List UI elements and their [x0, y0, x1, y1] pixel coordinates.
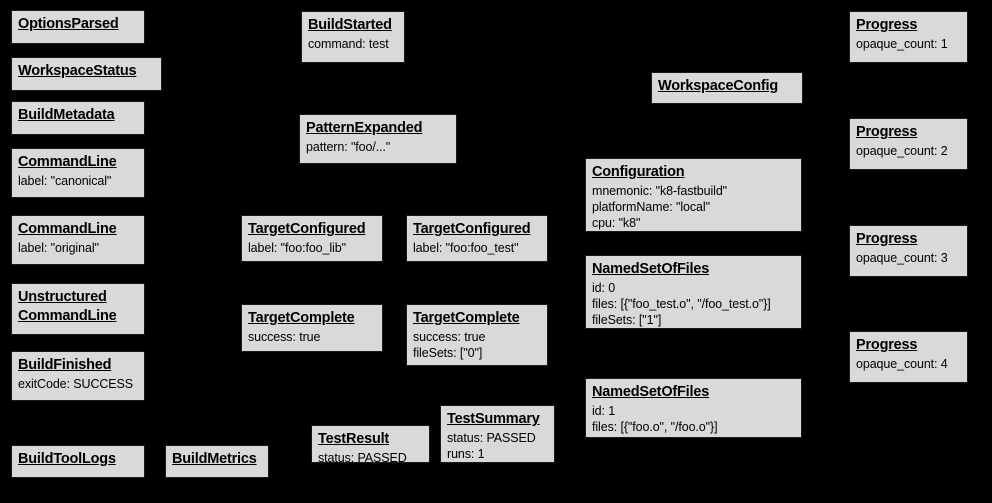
event-node-title: BuildStarted — [308, 17, 392, 33]
event-node-test-summary[interactable]: TestSummary status: PASSED runs: 1 — [440, 405, 555, 463]
event-node-pattern-expanded[interactable]: PatternExpanded pattern: "foo/..." — [299, 114, 457, 164]
event-node-attributes: exitCode: SUCCESS — [18, 376, 134, 391]
event-node-title: Progress — [856, 231, 918, 247]
event-node-attributes: opaque_count: 3 — [856, 250, 948, 265]
event-node-title: TargetConfigured — [413, 221, 531, 237]
event-node-title: WorkspaceStatus — [18, 63, 137, 79]
event-node-title: Progress — [856, 337, 918, 353]
event-node-attributes: pattern: "foo/..." — [306, 139, 391, 154]
event-node-attributes: mnemonic: "k8-fastbuild" platformName: "… — [592, 183, 728, 230]
event-node-progress-4[interactable]: Progress opaque_count: 4 — [849, 331, 968, 383]
event-node-title: BuildFinished — [18, 357, 112, 373]
event-node-workspace-status[interactable]: WorkspaceStatus — [11, 57, 162, 91]
event-node-progress-1[interactable]: Progress opaque_count: 1 — [849, 11, 968, 63]
event-node-build-tool-logs[interactable]: BuildToolLogs — [11, 445, 145, 478]
event-node-attributes: status: PASSED — [318, 450, 407, 465]
event-node-unstructured-command-line[interactable]: Unstructured CommandLine — [11, 283, 145, 335]
event-node-attributes: label: "canonical" — [18, 173, 112, 188]
event-node-attributes: label: "original" — [18, 240, 99, 255]
event-node-title: Configuration — [592, 164, 685, 180]
event-node-title: BuildMetadata — [18, 107, 115, 123]
event-node-title: WorkspaceConfig — [658, 78, 779, 94]
event-node-title: PatternExpanded — [306, 120, 423, 136]
event-node-configuration[interactable]: Configuration mnemonic: "k8-fastbuild" pl… — [585, 158, 802, 232]
event-node-options-parsed[interactable]: OptionsParsed — [11, 10, 145, 44]
event-node-target-complete-lib[interactable]: TargetComplete success: true — [241, 304, 383, 352]
event-node-command-line-canonical[interactable]: CommandLine label: "canonical" — [11, 148, 145, 198]
event-node-test-result[interactable]: TestResult status: PASSED — [311, 425, 430, 465]
event-node-title: BuildToolLogs — [18, 451, 116, 467]
event-node-build-finished[interactable]: BuildFinished exitCode: SUCCESS — [11, 351, 145, 401]
event-node-build-metadata[interactable]: BuildMetadata — [11, 101, 145, 135]
event-node-attributes: status: PASSED runs: 1 — [447, 430, 536, 461]
event-node-title: TargetComplete — [413, 310, 520, 326]
event-node-workspace-config[interactable]: WorkspaceConfig — [651, 72, 803, 104]
event-node-title: TestResult — [318, 431, 390, 447]
event-node-command-line-original[interactable]: CommandLine label: "original" — [11, 215, 145, 265]
event-node-title: CommandLine — [18, 221, 117, 237]
event-node-target-configured-foo-test[interactable]: TargetConfigured label: "foo:foo_test" — [406, 215, 548, 262]
event-node-title: Unstructured CommandLine — [18, 289, 117, 324]
event-node-attributes: opaque_count: 2 — [856, 143, 948, 158]
event-node-target-configured-foo-lib[interactable]: TargetConfigured label: "foo:foo_lib" — [241, 215, 383, 262]
event-node-attributes: opaque_count: 1 — [856, 36, 948, 51]
event-node-title: TargetConfigured — [248, 221, 366, 237]
event-node-attributes: opaque_count: 4 — [856, 356, 948, 371]
event-node-title: TestSummary — [447, 411, 540, 427]
event-node-title: NamedSetOfFiles — [592, 384, 710, 400]
event-node-build-metrics[interactable]: BuildMetrics — [165, 445, 269, 478]
event-node-attributes: success: true fileSets: ["0"] — [413, 329, 486, 360]
event-node-attributes: id: 0 files: [{"foo_test.o", "/foo_test.… — [592, 280, 771, 327]
event-node-attributes: command: test — [308, 36, 389, 51]
event-node-named-set-of-files-1[interactable]: NamedSetOfFiles id: 1 files: [{"foo.o", "… — [585, 378, 802, 438]
event-node-attributes: label: "foo:foo_test" — [413, 240, 519, 255]
event-node-named-set-of-files-0[interactable]: NamedSetOfFiles id: 0 files: [{"foo_test.… — [585, 255, 802, 329]
event-node-title: CommandLine — [18, 154, 117, 170]
event-node-title: NamedSetOfFiles — [592, 261, 710, 277]
event-node-title: BuildMetrics — [172, 451, 257, 467]
event-node-title: Progress — [856, 124, 918, 140]
event-node-attributes: label: "foo:foo_lib" — [248, 240, 346, 255]
event-node-title: OptionsParsed — [18, 16, 119, 32]
event-node-progress-2[interactable]: Progress opaque_count: 2 — [849, 118, 968, 170]
event-node-title: Progress — [856, 17, 918, 33]
event-node-title: TargetComplete — [248, 310, 355, 326]
event-node-attributes: id: 1 files: [{"foo.o", "/foo.o"}] — [592, 403, 718, 434]
event-node-build-started[interactable]: BuildStarted command: test — [301, 11, 405, 63]
event-node-target-complete-test[interactable]: TargetComplete success: true fileSets: ["… — [406, 304, 548, 366]
event-node-attributes: success: true — [248, 329, 321, 344]
event-node-progress-3[interactable]: Progress opaque_count: 3 — [849, 225, 968, 277]
